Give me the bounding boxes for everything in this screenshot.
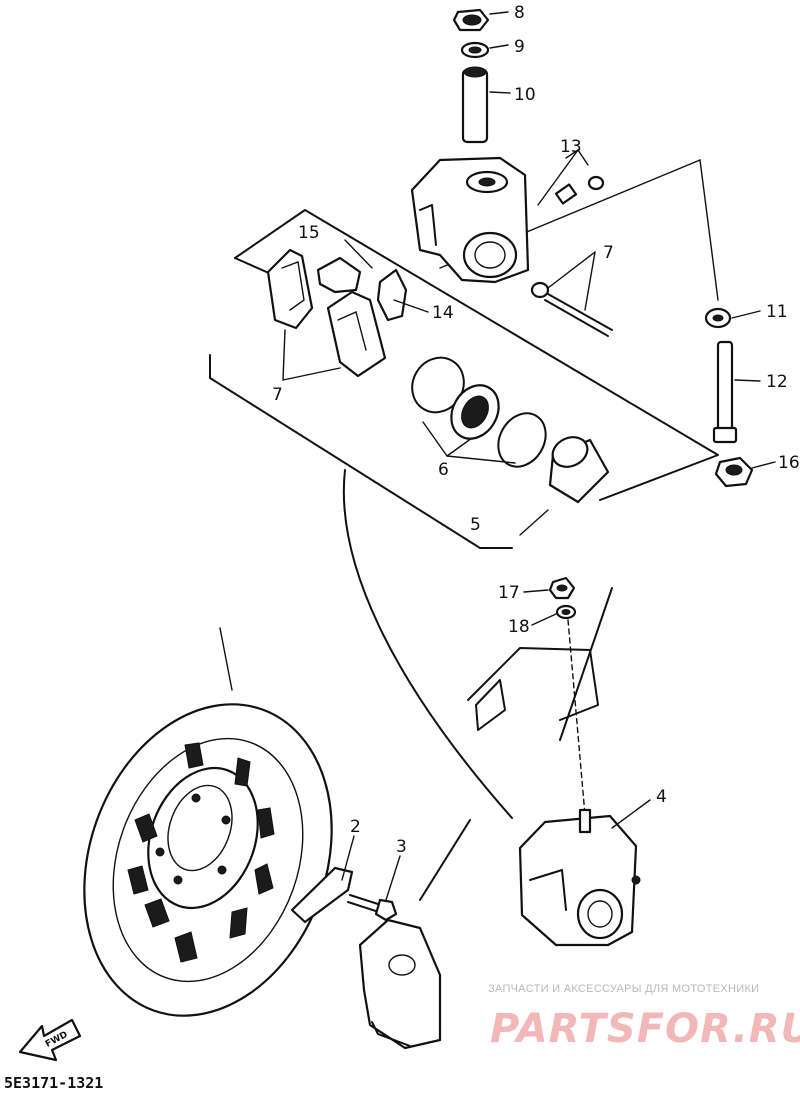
callout-14: 14: [432, 303, 454, 323]
bolt-3[interactable]: [347, 894, 398, 922]
callout-12: 12: [766, 372, 788, 392]
callout-10: 10: [514, 85, 536, 105]
callout-2: 2: [350, 817, 361, 837]
drawing-code: 5E3171-1321: [4, 1074, 103, 1092]
callout-15: 15: [298, 223, 320, 243]
bleed-screw-13[interactable]: [554, 175, 605, 205]
callout-4: 4: [656, 787, 667, 807]
washer-18[interactable]: [555, 604, 577, 620]
callout-8: 8: [514, 3, 525, 23]
washer-11[interactable]: [704, 307, 732, 329]
brake-pad-right[interactable]: [326, 290, 387, 378]
callout-18: 18: [508, 617, 530, 637]
callout-labels: 8 9 10 13 7 11 12 16 15 14 7 6 5 17 18 2…: [272, 3, 800, 857]
nut-17[interactable]: [548, 576, 576, 600]
piston-5[interactable]: [548, 432, 610, 504]
o-ring[interactable]: [489, 405, 555, 475]
nut-16[interactable]: [714, 456, 754, 488]
pad-clip-15[interactable]: [316, 256, 362, 294]
callout-16: 16: [778, 453, 800, 473]
pad-spring-14[interactable]: [376, 268, 408, 322]
watermark-logo: PARTSFOR.RU: [490, 1006, 800, 1052]
callout-7-upper: 7: [603, 243, 614, 263]
brake-disc-1[interactable]: [42, 669, 373, 1050]
piston-seal[interactable]: [442, 377, 508, 447]
washer-9[interactable]: [460, 41, 490, 59]
sleeve-10[interactable]: [461, 66, 489, 144]
fork-leg: [358, 587, 613, 1050]
callout-7-lower: 7: [272, 385, 283, 405]
callout-3: 3: [396, 837, 407, 857]
callout-17: 17: [498, 583, 520, 603]
lock-washer-2[interactable]: [290, 866, 354, 924]
caliper-body-4[interactable]: [518, 808, 641, 947]
brake-pad-left[interactable]: [266, 248, 314, 330]
callout-6: 6: [438, 460, 449, 480]
callout-13: 13: [560, 137, 582, 157]
brake-hose: [342, 469, 513, 819]
bolt-12[interactable]: [712, 340, 738, 444]
leader-lines: [219, 11, 776, 901]
callout-9: 9: [514, 37, 525, 57]
caliper-bracket[interactable]: [410, 156, 530, 284]
callout-11: 11: [766, 302, 788, 322]
front-arrow: FWD: [18, 1018, 82, 1062]
assembly-guide-line: [567, 619, 586, 816]
bolt-7[interactable]: [530, 281, 613, 337]
watermark: ЗАПЧАСТИ И АКСЕССУАРЫ ДЛЯ МОТОТЕХНИКИ PA…: [488, 983, 800, 1052]
watermark-caption: ЗАПЧАСТИ И АКСЕССУАРЫ ДЛЯ МОТОТЕХНИКИ: [488, 983, 759, 995]
callout-5: 5: [470, 515, 481, 535]
nut-8[interactable]: [452, 8, 490, 32]
